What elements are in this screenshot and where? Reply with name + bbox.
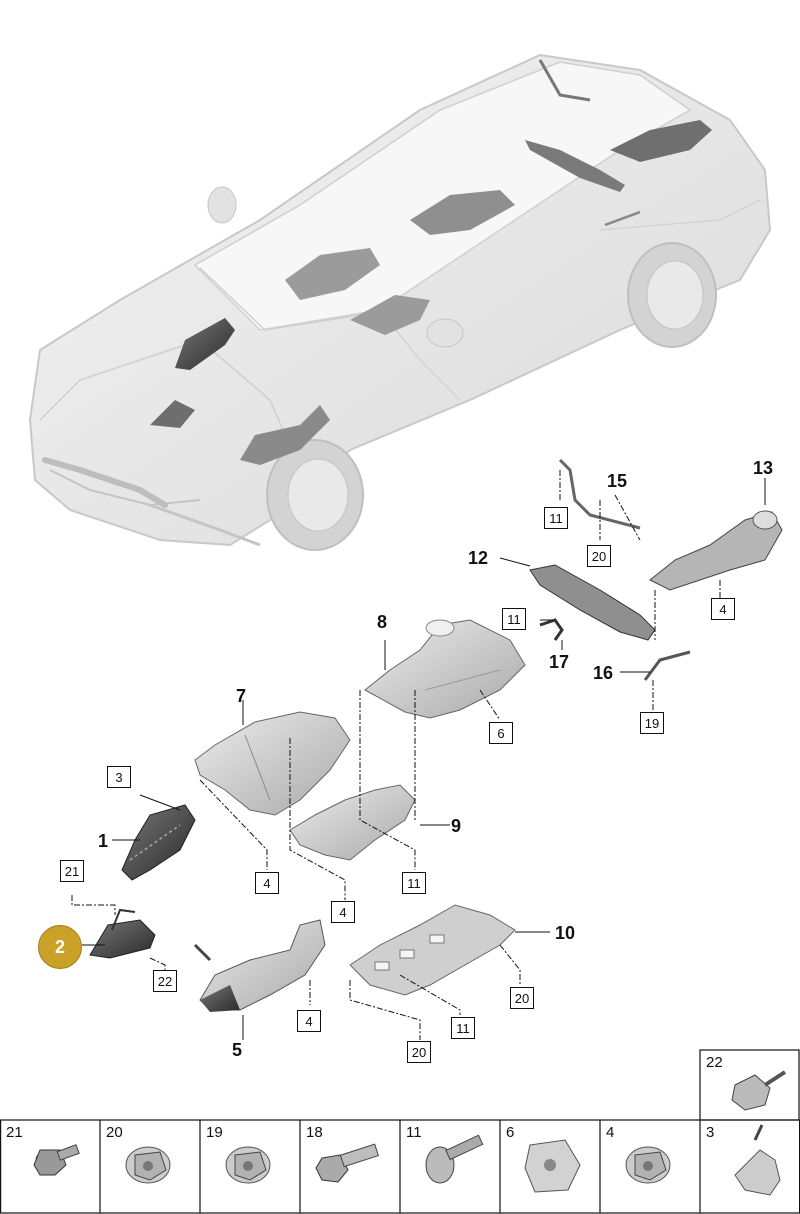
ref-box-20: 20 (407, 1041, 431, 1063)
callout-12: 12 (468, 548, 489, 568)
part-10-plate (349, 904, 516, 996)
expanding-rivet-icon (731, 1070, 787, 1111)
hardware-cell-6[interactable]: 6 (500, 1120, 600, 1214)
part-2-bracket (89, 908, 156, 959)
hardware-cell-18[interactable]: 18 (300, 1120, 400, 1214)
hardware-label: 4 (606, 1124, 615, 1141)
ref-box-4: 4 (711, 598, 735, 620)
callout-15: 15 (607, 471, 628, 491)
flange-nut-icon (125, 1146, 171, 1184)
part-13-shield (649, 510, 783, 591)
callout-16: 16 (593, 663, 614, 683)
callout-7: 7 (236, 686, 247, 706)
hardware-label: 21 (6, 1124, 23, 1141)
clip-icon (734, 1124, 781, 1196)
flange-nut-icon (225, 1146, 271, 1184)
hardware-label: 20 (106, 1124, 123, 1141)
callout-5: 5 (232, 1040, 243, 1060)
ref-box-19: 19 (640, 712, 664, 734)
ref-box-22: 22 (153, 970, 177, 992)
part-9-shield (289, 784, 416, 861)
hardware-label: 22 (706, 1054, 723, 1071)
ref-box-4: 4 (297, 1010, 321, 1032)
part-7-shield (194, 711, 351, 816)
ref-box-6: 6 (489, 722, 513, 744)
part-1-shield (121, 804, 196, 881)
hardware-cell-3[interactable]: 3 (700, 1120, 800, 1214)
ref-box-20: 20 (510, 987, 534, 1009)
ref-box-20: 20 (587, 545, 611, 567)
callout-9: 9 (451, 816, 462, 836)
hardware-cell-22[interactable]: 22 (700, 1050, 800, 1120)
ref-box-21: 21 (60, 860, 84, 882)
bolt-with-washer-icon (33, 1144, 80, 1176)
callout-8: 8 (377, 612, 388, 632)
screw-icon (425, 1134, 484, 1184)
part-5-shield (193, 919, 326, 1012)
leader-lines (71, 470, 766, 1040)
hardware-cell-4[interactable]: 4 (600, 1120, 700, 1214)
part-16-bracket (643, 650, 691, 681)
hardware-label: 11 (406, 1124, 422, 1141)
part-15-strip (558, 458, 641, 530)
hardware-cell-19[interactable]: 19 (200, 1120, 300, 1214)
flange-nut-icon (625, 1146, 671, 1184)
hardware-cell-20[interactable]: 20 (100, 1120, 200, 1214)
hardware-cell-11[interactable]: 11 (400, 1120, 500, 1214)
ref-box-11: 11 (451, 1017, 475, 1039)
hardware-label: 18 (306, 1124, 323, 1141)
part-12-shield (529, 564, 656, 641)
ref-box-4: 4 (331, 901, 355, 923)
ref-box-3: 3 (107, 766, 131, 788)
ref-box-4: 4 (255, 872, 279, 894)
part-17-bracket (539, 618, 564, 641)
hex-bolt-icon (315, 1143, 380, 1183)
part-8-shield (364, 619, 526, 719)
vehicle-illustration (28, 53, 772, 551)
ref-box-11: 11 (402, 872, 426, 894)
callout-1: 1 (98, 831, 109, 851)
speed-nut-icon (524, 1139, 581, 1193)
ref-box-11: 11 (544, 507, 568, 529)
ref-box-11: 11 (502, 608, 526, 630)
hardware-label: 3 (706, 1124, 715, 1141)
hardware-cell-21[interactable]: 21 (0, 1120, 100, 1214)
hardware-label: 19 (206, 1124, 223, 1141)
callout-10: 10 (555, 923, 576, 943)
hardware-label: 6 (506, 1124, 515, 1141)
callout-17: 17 (549, 652, 570, 672)
callout-2-highlight[interactable]: 2 (38, 925, 82, 969)
callout-13: 13 (753, 458, 774, 478)
